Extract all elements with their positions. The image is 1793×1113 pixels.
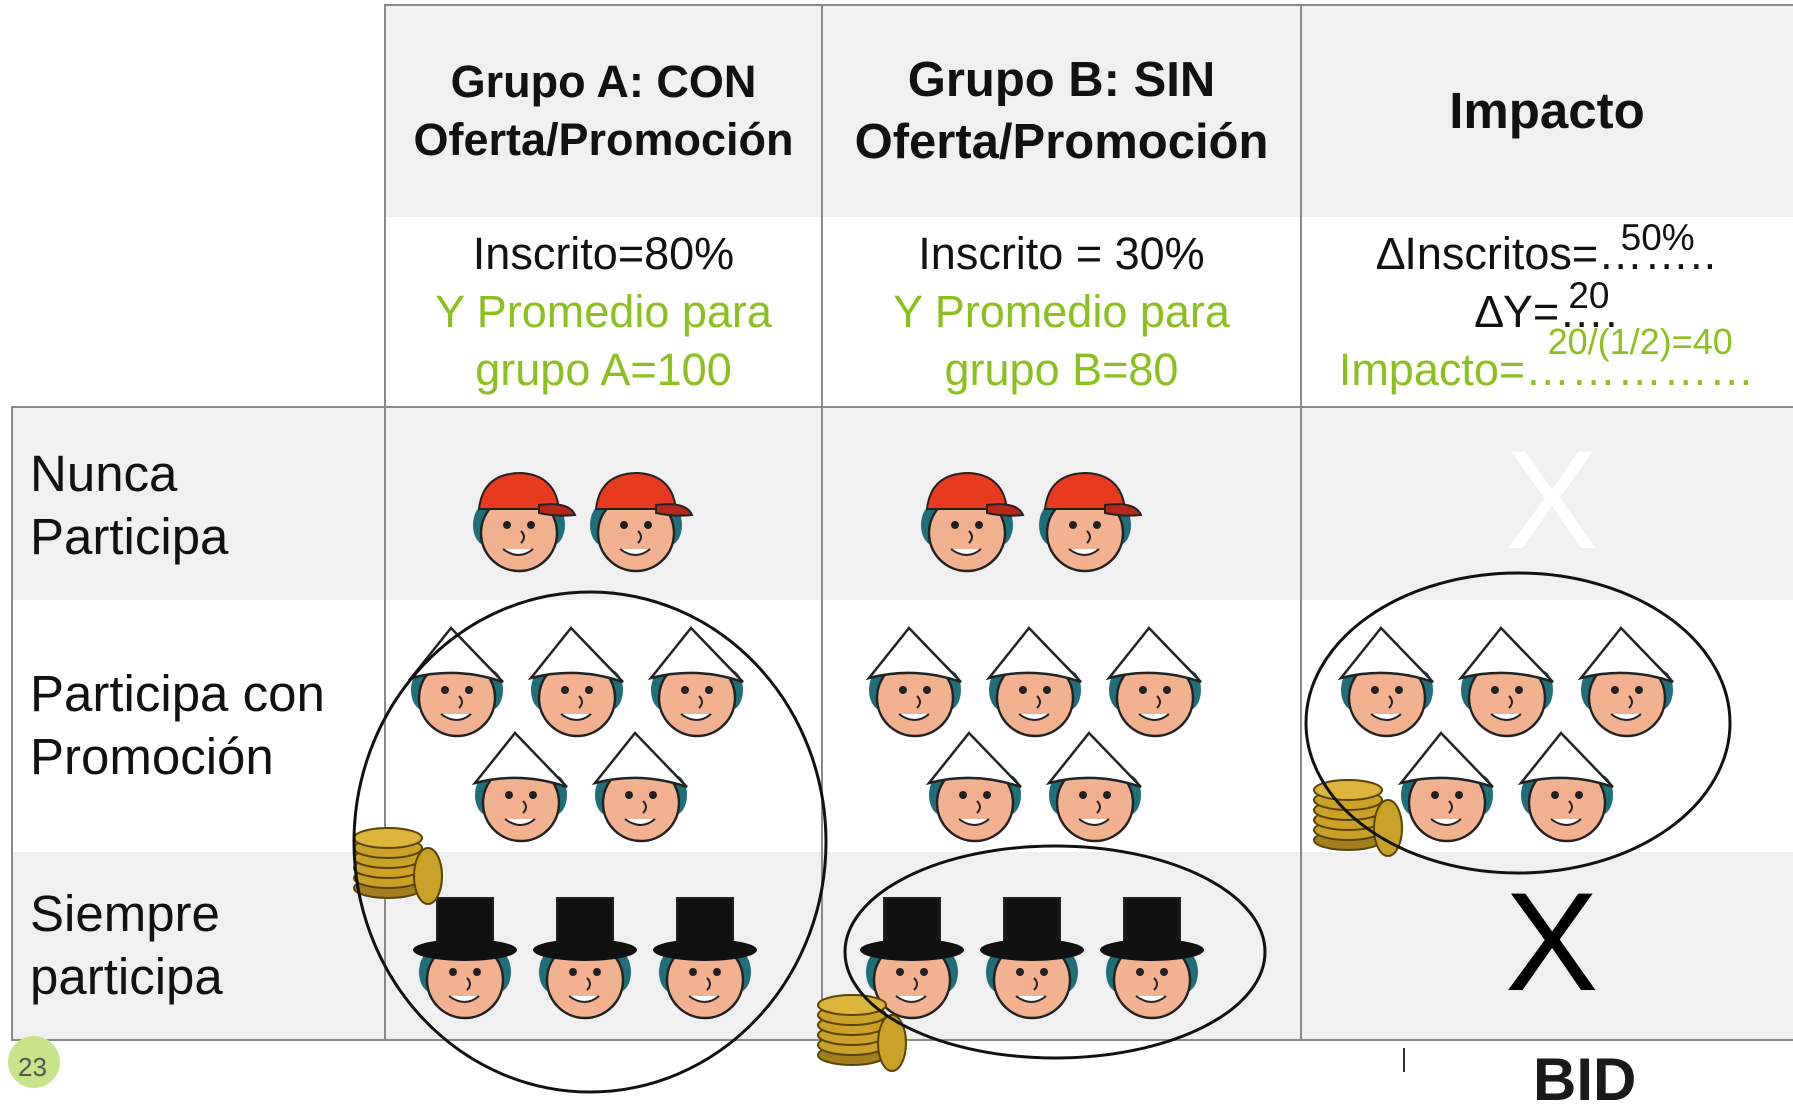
row-never-bg (12, 407, 1793, 600)
delta-enrolled-label: ∆Inscritos= (1376, 228, 1599, 279)
grid-line (1300, 5, 1302, 1040)
bid-logo-text: BID (1533, 1046, 1637, 1113)
grid-line (821, 5, 823, 1040)
page-number: 23 (18, 1052, 47, 1082)
impact-delta-y: ∆Y=….20 (1475, 275, 1619, 341)
impact-stats: ∆Inscritos=……..50% ∆Y=….20 Impacto=……………… (1301, 217, 1793, 407)
impact-result: Impacto=……………20/(1/2)=40 (1338, 321, 1756, 399)
page-number-badge (8, 1036, 60, 1088)
header-group-a-text: Grupo A: CON Oferta/Promoción (413, 56, 794, 165)
grid-line (11, 406, 13, 1040)
never-group-a (471, 472, 693, 573)
header-group-a: Grupo A: CON Oferta/Promoción (385, 5, 822, 217)
row-label-with-promo: Participa con Promoción (30, 665, 325, 785)
grid-line (384, 5, 386, 1040)
impact-result-label: Impacto= (1338, 344, 1526, 395)
group-b-enrolled: Inscrito = 30% (918, 228, 1205, 279)
row-label-always: Siempre participa (30, 885, 223, 1005)
promo-group-b (867, 626, 1203, 843)
ellipse-impact (1304, 571, 1732, 875)
group-a-enrolled: Inscrito=80% (472, 228, 735, 279)
impact-result-value: 20/(1/2)=40 (1547, 321, 1733, 362)
group-b-avg-value: grupo B=80 (944, 344, 1179, 395)
people-illustration (8, 472, 1732, 1094)
grid-line (384, 4, 1793, 6)
promo-group-a (409, 626, 745, 843)
delta-y-label: ∆Y= (1475, 286, 1560, 337)
bid-logo: BID (1403, 1048, 1793, 1110)
x-mark-always-icon: X (1505, 863, 1599, 1020)
coins-icon (1313, 779, 1403, 857)
group-a-avg-value: grupo A=100 (475, 344, 732, 395)
ellipse-group-a (352, 590, 828, 1094)
ellipse-group-b (843, 844, 1267, 1060)
impact-result-dots: …………… (1525, 344, 1756, 395)
group-a-avg-label: Y Promedio para (435, 286, 772, 337)
row-label-never: Nunca Participa (30, 445, 229, 565)
group-b-stats: Inscrito = 30% Y Promedio para grupo B=8… (822, 217, 1301, 407)
header-group-b-text: Grupo B: SIN Oferta/Promoción (854, 53, 1269, 169)
delta-enrolled-value: 50% (1620, 217, 1695, 258)
group-a-stats: Inscrito=80% Y Promedio para grupo A=100 (385, 217, 822, 407)
header-group-b: Grupo B: SIN Oferta/Promoción (822, 5, 1301, 217)
delta-enrolled-dots: …….. (1598, 228, 1718, 279)
impact-delta-enrolled: ∆Inscritos=……..50% (1376, 217, 1718, 283)
delta-y-value: 20 (1568, 275, 1610, 316)
delta-y-dots: …. (1559, 286, 1619, 337)
header-impact: Impacto (1301, 5, 1793, 217)
always-group-a (412, 897, 758, 1020)
x-mark-never-icon: X (1505, 421, 1599, 578)
header-impact-text: Impacto (1449, 82, 1645, 139)
group-b-avg-label: Y Promedio para (893, 286, 1230, 337)
never-group-b (919, 472, 1142, 573)
grid-line (11, 406, 1793, 408)
always-group-b (859, 897, 1205, 1020)
coins-icon (353, 827, 443, 905)
